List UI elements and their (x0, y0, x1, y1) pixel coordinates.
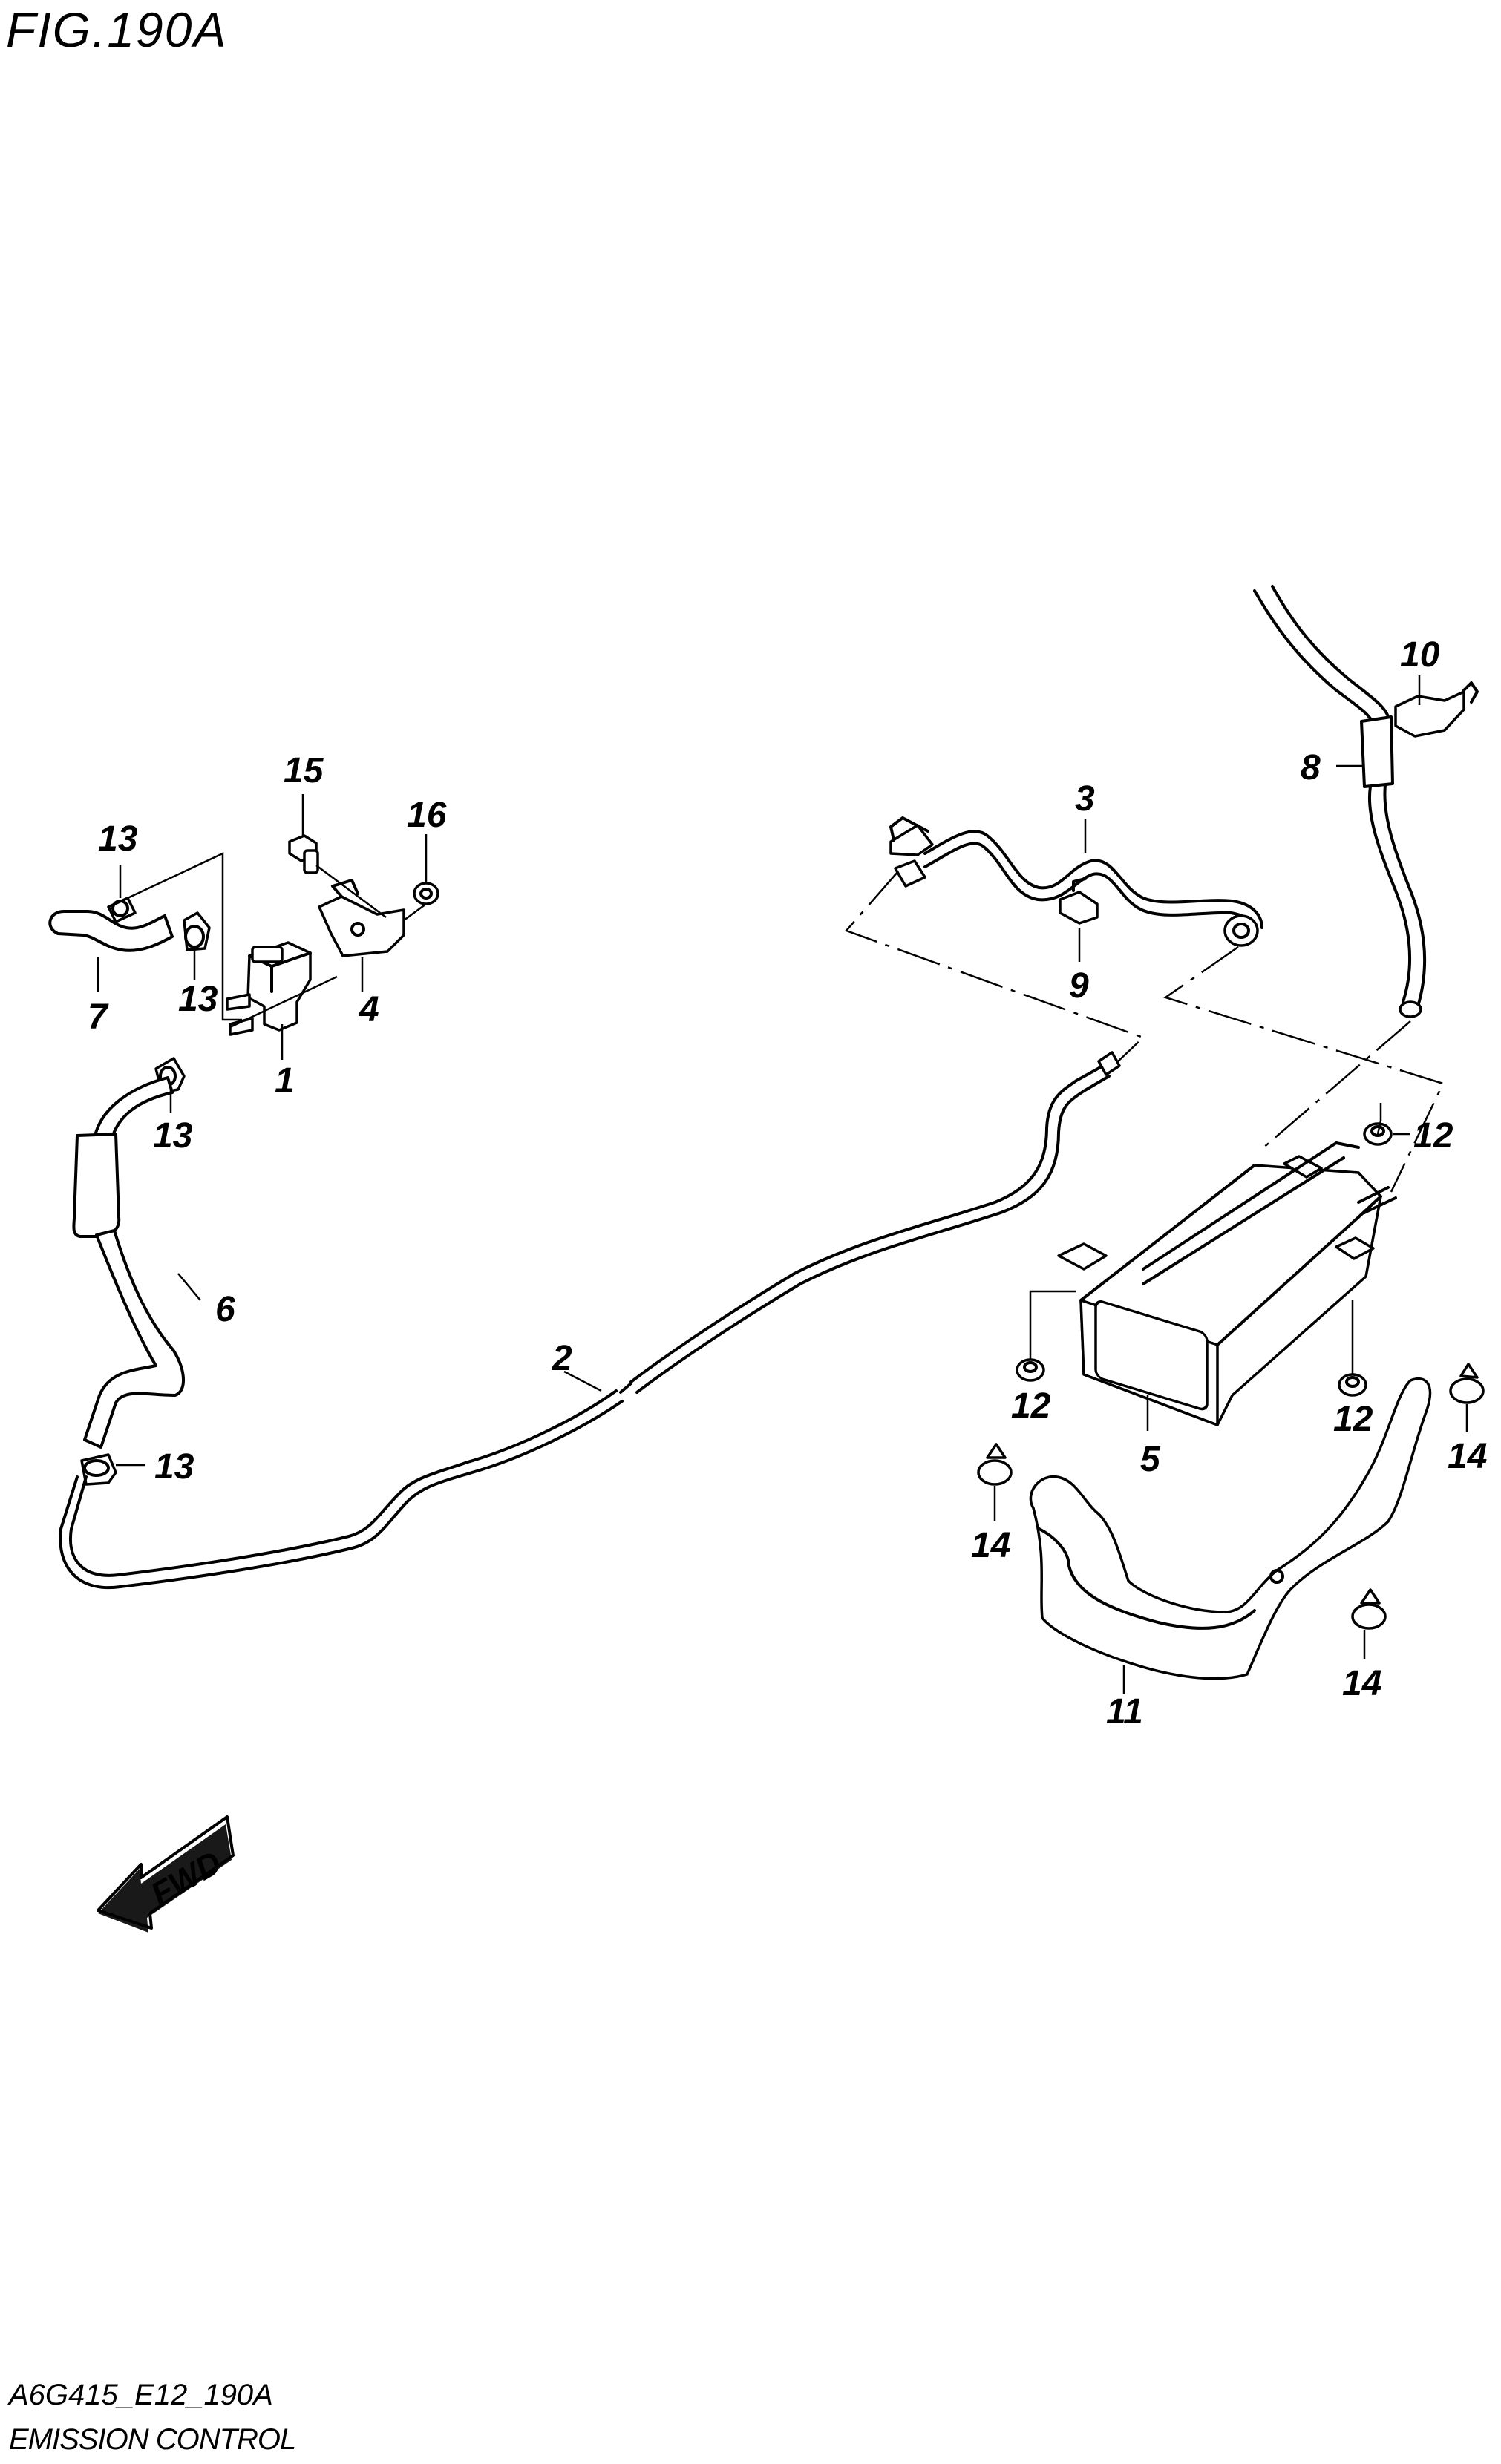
part-12-grommet-b[interactable] (1016, 1358, 1045, 1382)
part-13-clip-a[interactable] (107, 897, 137, 923)
part-14-fastener-c[interactable] (1351, 1588, 1387, 1630)
part-3-hose[interactable] (889, 816, 1263, 947)
part-4-bracket[interactable] (318, 879, 405, 957)
callout-11: 11 (1106, 1692, 1143, 1731)
callout-1: 1 (275, 1061, 295, 1101)
leader-group-13 (127, 852, 242, 1021)
part-1-purge-valve[interactable] (226, 941, 312, 1036)
part-7-hose[interactable] (48, 910, 174, 952)
callout-6: 6 (215, 1290, 235, 1329)
routing-line-a (844, 871, 1145, 1064)
callout-8: 8 (1301, 748, 1321, 787)
leader-2 (563, 1370, 602, 1392)
leader-12b (1029, 1290, 1076, 1360)
callout-16: 16 (407, 796, 447, 835)
leader-6 (177, 1273, 201, 1301)
callout-2: 2 (552, 1339, 572, 1378)
callout-13c: 13 (153, 1116, 193, 1156)
part-10-clip[interactable] (1394, 681, 1479, 738)
part-5-canister[interactable] (1057, 1141, 1397, 1426)
drawing-code: A6G415_E12_190A (9, 2379, 273, 2411)
callout-15: 15 (284, 751, 324, 790)
part-14-fastener-a[interactable] (977, 1443, 1013, 1486)
callout-7: 7 (88, 997, 109, 1037)
routing-line-c (1261, 1020, 1411, 1150)
part-6-hose[interactable] (72, 1076, 186, 1449)
callout-14b: 14 (1448, 1437, 1487, 1476)
part-15-bolt[interactable] (288, 834, 319, 874)
callout-4: 4 (359, 990, 379, 1029)
callout-10: 10 (1400, 635, 1440, 675)
routing-line-b (1163, 946, 1445, 1193)
callout-14c: 14 (1342, 1664, 1381, 1703)
part-9-clamp[interactable] (1059, 877, 1099, 925)
leader-12a (1376, 1103, 1382, 1135)
callout-9: 9 (1069, 966, 1089, 1006)
part-12-grommet-c[interactable] (1338, 1373, 1367, 1397)
fwd-direction-arrow: FWD (97, 1815, 235, 1933)
callout-12c: 12 (1333, 1400, 1373, 1439)
callout-13a: 13 (98, 819, 138, 859)
callout-14a: 14 (971, 1526, 1010, 1565)
callout-3: 3 (1075, 779, 1095, 819)
callout-13d: 13 (154, 1447, 194, 1487)
callout-5: 5 (1140, 1440, 1161, 1479)
part-16-nut[interactable] (413, 882, 439, 905)
section-name: EMISSION CONTROL (9, 2423, 296, 2456)
part-8-hose[interactable] (1253, 585, 1427, 1018)
part-14-fastener-b[interactable] (1449, 1363, 1485, 1404)
part-2-pipe[interactable] (59, 1051, 1121, 1590)
callout-12a: 12 (1413, 1116, 1453, 1156)
callout-13b: 13 (178, 980, 218, 1019)
part-13-clip-d[interactable] (80, 1453, 117, 1486)
figure-title: FIG.190A (6, 2, 228, 57)
callout-12b: 12 (1011, 1386, 1051, 1426)
part-11-cover[interactable] (1029, 1377, 1432, 1680)
part-13-clip-b[interactable] (183, 911, 211, 951)
